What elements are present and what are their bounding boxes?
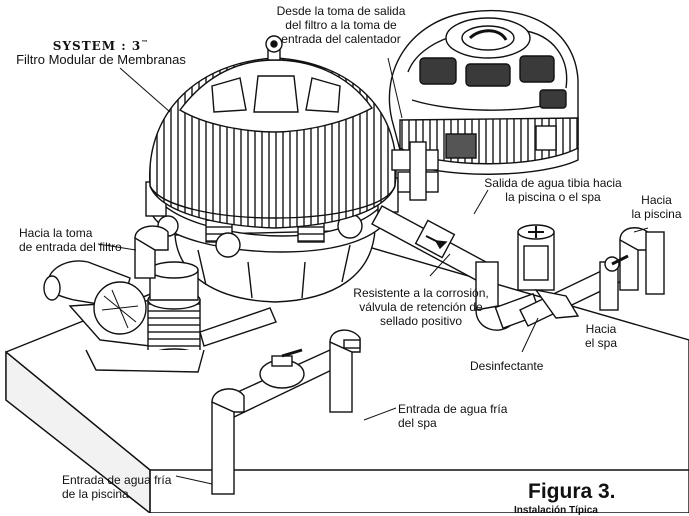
- figure-title: Figura 3.: [528, 480, 616, 503]
- leader-outlet: [387, 57, 403, 119]
- figure-subtitle: Instalación Típica: [514, 505, 598, 516]
- brand-trademark: ™: [141, 38, 150, 47]
- label-to-filter-inlet: Hacia la toma de entrada del filtro: [19, 226, 122, 254]
- label-to-pool: Hacia la piscina: [631, 193, 682, 221]
- leader-disinfectant: [521, 317, 539, 353]
- label-pool-cold-in: Entrada de agua fría de la piscina: [62, 473, 172, 501]
- flow-arrow-icon: [633, 227, 649, 233]
- brand-logo: SYSTEM : 3™: [6, 38, 196, 53]
- brand-name: SYSTEM : 3: [52, 39, 142, 53]
- leader-filter-inlet: [97, 243, 137, 251]
- label-check-valve: Resistente a la corrosión, válvula de re…: [353, 286, 489, 328]
- heater: [388, 9, 579, 175]
- label-disinfectant: Desinfectante: [470, 359, 544, 373]
- leader-filter: [119, 67, 171, 113]
- pump: [43, 260, 205, 373]
- label-warm-water-out: Salida de agua tibia hacia la piscina o …: [484, 176, 622, 204]
- leader-pool-in: [175, 475, 213, 485]
- label-spa-cold-in: Entrada de agua fría del spa: [398, 402, 508, 430]
- leader-warm-water: [473, 189, 489, 215]
- leader-lines: [97, 57, 539, 485]
- filter-tank: [145, 35, 399, 303]
- label-outlet-to-heater: Desde la toma de salida del filtro a la …: [276, 4, 406, 46]
- leader-check-valve: [429, 253, 451, 277]
- plumbing: [134, 141, 665, 495]
- brand-subtitle: Filtro Modular de Membranas: [16, 52, 186, 67]
- leader-spa-in: [363, 407, 397, 421]
- label-to-spa: Hacia el spa: [584, 322, 618, 350]
